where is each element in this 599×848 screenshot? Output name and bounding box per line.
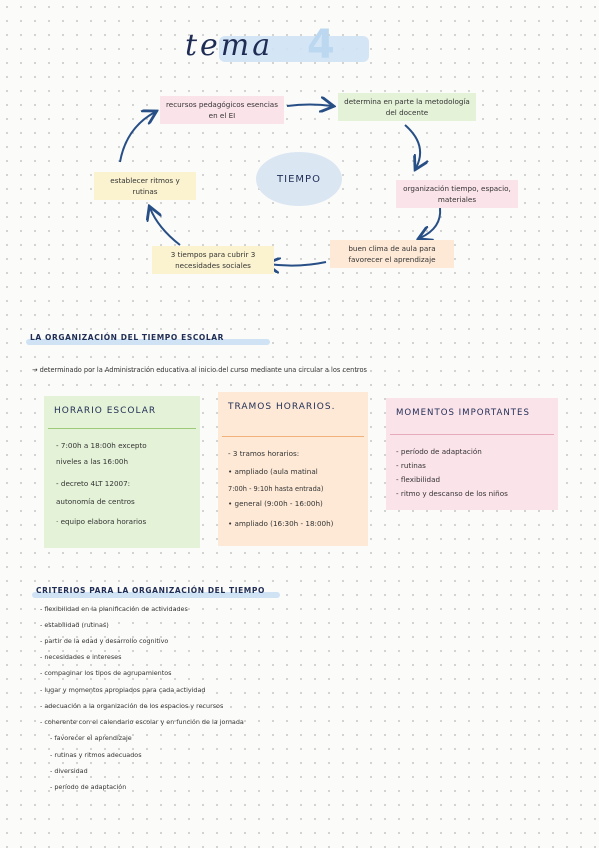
horario-line-1: - 7:00h a 18:00h excepto — [56, 441, 147, 450]
tramos-line-4: • general (9:00h - 16:00h) — [228, 499, 323, 508]
momentos-line-4: - ritmo y descanso de los niños — [396, 489, 508, 498]
tramos-line-3: 7:00h - 9:10h hasta entrada) — [228, 485, 324, 493]
momentos-line-2: - rutinas — [396, 461, 426, 470]
box-tramos-horarios: TRAMOS HORARIOS. - 3 tramos horarios: • … — [218, 392, 368, 546]
horario-line-5: · equipo elabora horarios — [56, 517, 147, 526]
criterio-item: - lugar y momentos apropiados para cada … — [40, 686, 206, 694]
section-highlight — [26, 339, 270, 345]
arrow-1 — [286, 105, 332, 107]
criterio-item: - adecuación a la organización de los es… — [40, 702, 224, 710]
cycle-node-organizacion: organización tiempo, espacio, materiales — [396, 180, 518, 208]
criterio-item: - compaginar los tipos de agrupamientos — [40, 669, 172, 677]
momentos-line-1: - período de adaptación — [396, 447, 482, 456]
box-momentos-divider — [390, 434, 554, 435]
criterio-item: - flexibilidad en la planificación de ac… — [40, 605, 188, 613]
box-horario-escolar: HORARIO ESCOLAR - 7:00h a 18:00h excepto… — [44, 396, 200, 548]
cycle-center-tiempo: TIEMPO — [256, 152, 342, 206]
box-horario-divider — [48, 428, 196, 429]
criterio-item: - diversidad — [50, 767, 88, 775]
criterios-highlight — [32, 592, 280, 598]
horario-line-2: niveles a las 16:00h — [56, 457, 129, 466]
arrow-3 — [420, 207, 442, 238]
arrow-5 — [150, 208, 181, 246]
arrow-2 — [404, 124, 420, 168]
organizacion-intro: → determinado por la Administración educ… — [32, 366, 367, 374]
momentos-line-3: - flexibilidad — [396, 475, 441, 484]
horario-line-4: autonomía de centros — [56, 497, 135, 506]
criterio-item: - favorecer el aprendizaje — [50, 734, 132, 742]
organizacion-title: LA ORGANIZACIÓN DEL TIEMPO ESCOLAR — [30, 333, 225, 342]
arrow-4 — [268, 262, 327, 266]
page-title: 4 tema — [185, 22, 385, 72]
cycle-node-clima: buen clima de aula para favorecer el apr… — [330, 240, 454, 268]
criterio-item: - rutinas y ritmos adecuados — [50, 751, 142, 759]
criterio-item: - estabilidad (rutinas) — [40, 621, 109, 629]
criterio-item: - período de adaptación — [50, 783, 127, 791]
title-number: 4 — [307, 22, 335, 68]
tramos-line-5: • ampliado (16:30h - 18:00h) — [228, 519, 334, 528]
title-word: tema — [185, 28, 274, 63]
box-momentos-importantes: MOMENTOS IMPORTANTES - período de adapta… — [386, 398, 558, 510]
arrow-6 — [119, 112, 155, 163]
horario-line-3: - decreto 4LT 12007: — [56, 479, 131, 488]
tramos-line-1: - 3 tramos horarios: — [228, 449, 300, 458]
box-momentos-title: MOMENTOS IMPORTANTES — [396, 408, 530, 418]
title-highlight — [219, 36, 369, 62]
criterio-item: - coherente con el calendario escolar y … — [40, 718, 244, 726]
box-tramos-divider — [222, 436, 364, 437]
criterio-item: - necesidades e intereses — [40, 653, 122, 661]
box-tramos-title: TRAMOS HORARIOS. — [228, 402, 336, 412]
cycle-node-recursos: recursos pedagógicos esencias en el EI — [160, 96, 284, 124]
criterios-title: CRITERIOS PARA LA ORGANIZACIÓN DEL TIEMP… — [36, 586, 265, 595]
criterio-item: - partir de la edad y desarrollo cogniti… — [40, 637, 169, 645]
tramos-line-2: • ampliado (aula matinal — [228, 467, 318, 476]
cycle-node-tiempos: 3 tiempos para cubrir 3 necesidades soci… — [152, 246, 274, 274]
box-horario-title: HORARIO ESCOLAR — [54, 406, 157, 416]
cycle-node-ritmos: establecer ritmos y rutinas — [94, 172, 196, 200]
cycle-node-metodologia: determina en parte la metodología del do… — [338, 93, 476, 121]
